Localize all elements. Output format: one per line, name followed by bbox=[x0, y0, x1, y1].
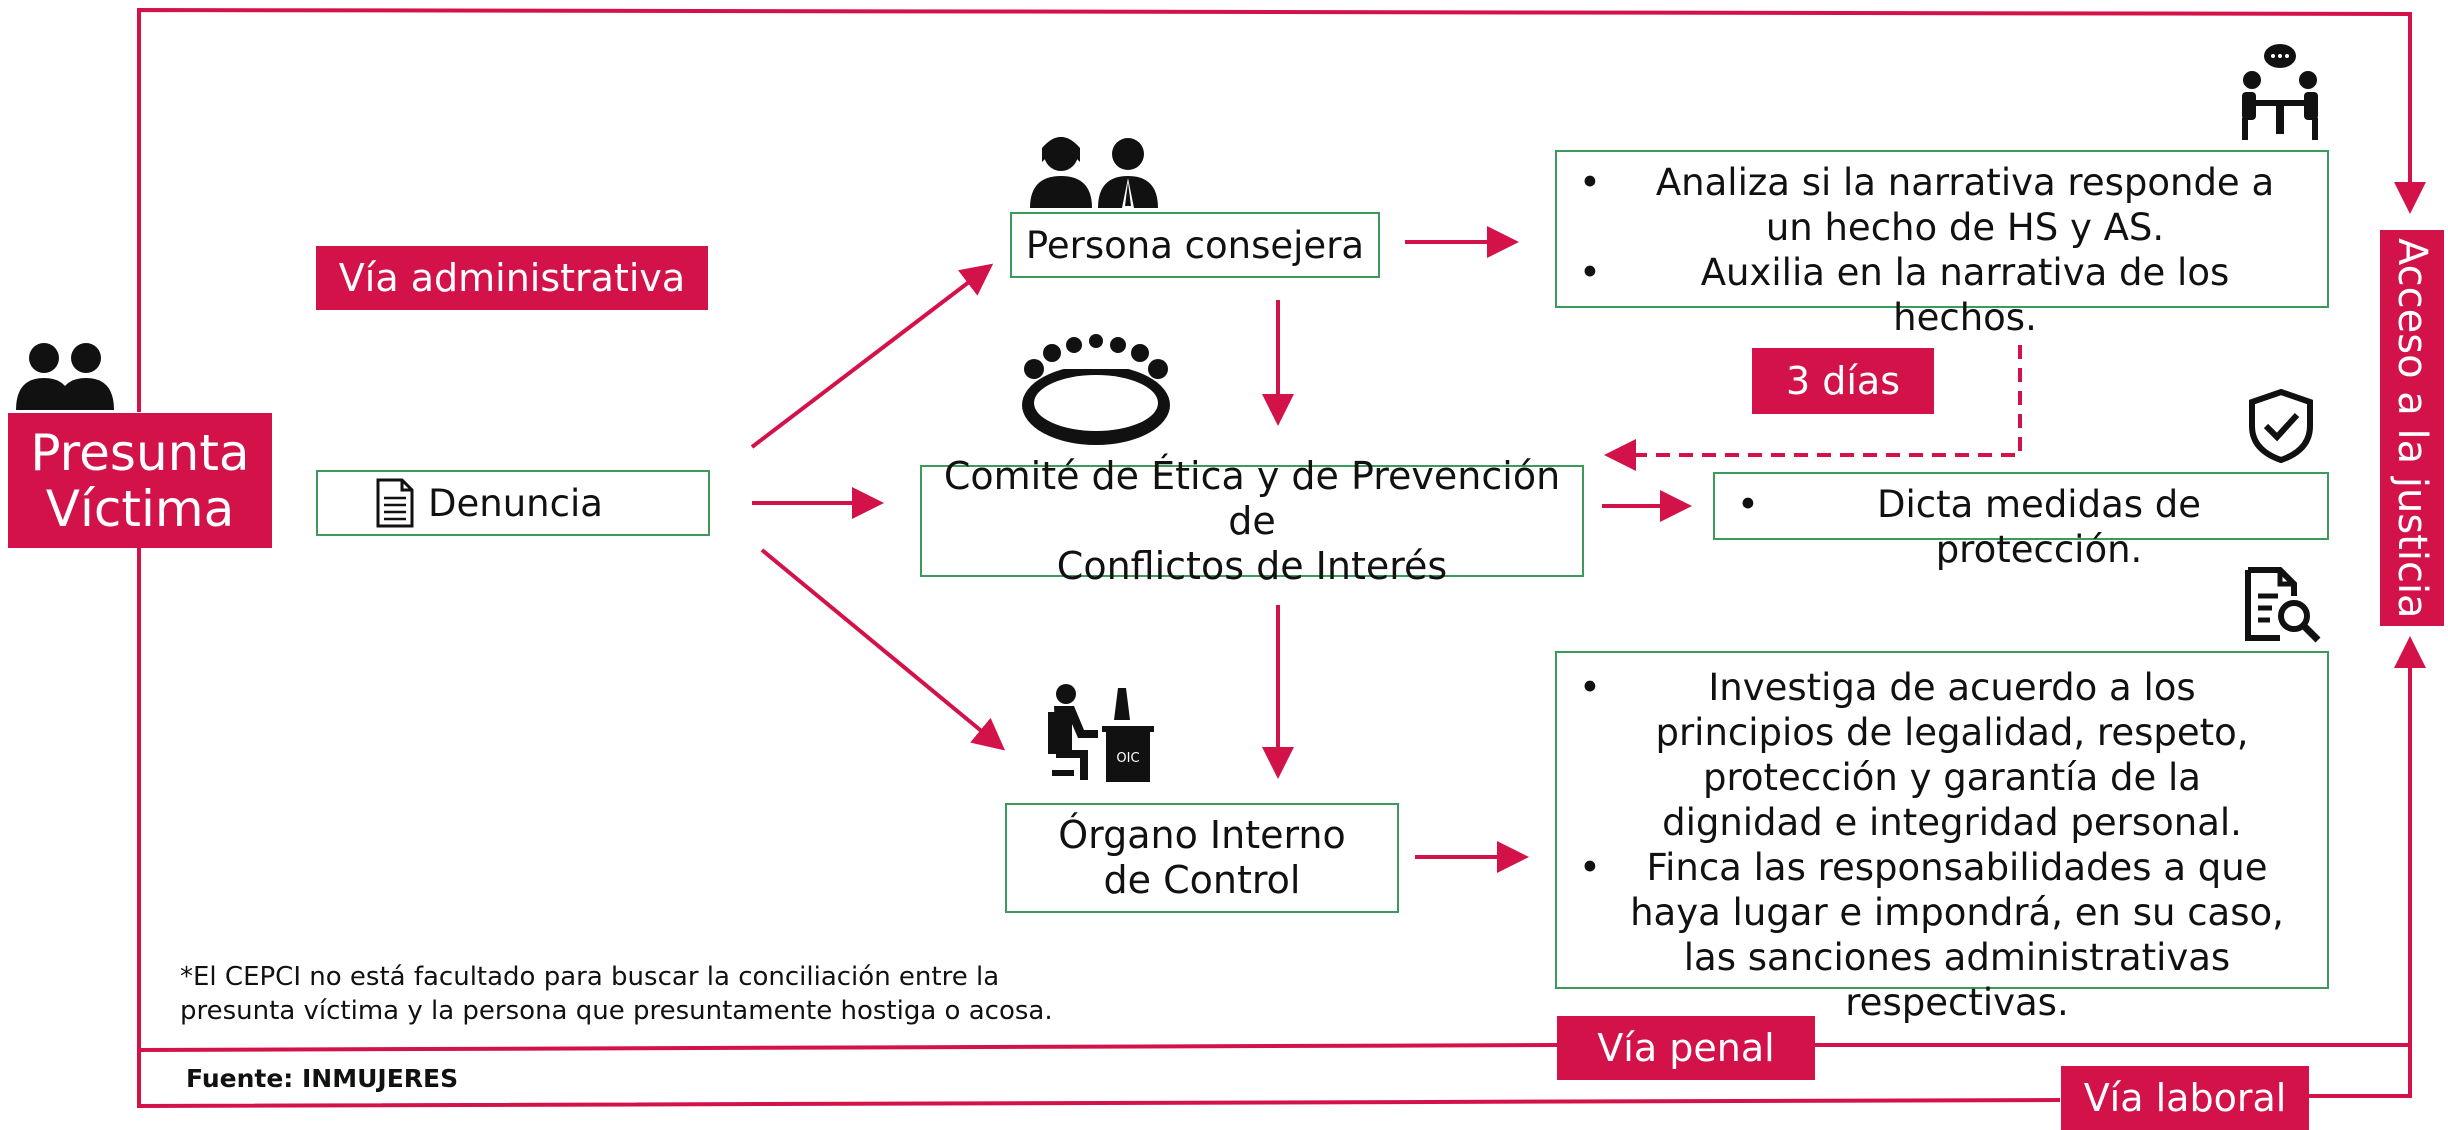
footnote-line1: *El CEPCI no está facultado para buscar … bbox=[180, 962, 1000, 992]
oic-node: Órgano Interno de Control bbox=[1005, 803, 1399, 913]
arrow-denuncia-consejera bbox=[750, 263, 994, 449]
office-worker-icon: OIC bbox=[1048, 684, 1154, 782]
comite-label-line2: Conflictos de Interés bbox=[1056, 543, 1448, 588]
bullet-item: Finca las responsabilidades a que haya l… bbox=[1557, 845, 2303, 1025]
victim-people-icon bbox=[16, 343, 114, 410]
oic-bullets: Investiga de acuerdo a los principios de… bbox=[1555, 651, 2329, 1024]
oic-label-line2: de Control bbox=[1103, 858, 1301, 902]
frame-left-line bbox=[137, 545, 2061, 1109]
document-search-icon bbox=[2245, 567, 2321, 643]
frame-top-line bbox=[137, 7, 2426, 412]
committee-icon bbox=[1022, 334, 1170, 445]
oic-icon-text: OIC bbox=[1116, 751, 1139, 766]
footnote-line2: presunta víctima y la persona que presun… bbox=[180, 996, 1053, 1026]
document-icon bbox=[376, 478, 414, 528]
comite-node: Comité de Ética y de Prevención de Confl… bbox=[920, 454, 1584, 588]
meeting-icon bbox=[2242, 44, 2318, 140]
oic-label-line1: Órgano Interno bbox=[1058, 813, 1346, 857]
shield-check-icon bbox=[2249, 388, 2313, 464]
bullet-item: Auxilia en la narrativa de los hechos. bbox=[1557, 250, 2303, 340]
dashed-3-dias-line bbox=[1604, 345, 2022, 471]
arrow-denuncia-oic bbox=[760, 548, 1006, 751]
consejera-bullets: Analiza si la narrativa responde a un he… bbox=[1555, 150, 2329, 339]
victim-label-line2: Víctima bbox=[45, 479, 235, 538]
footnote: *El CEPCI no está facultado para buscar … bbox=[180, 960, 1080, 1028]
via-laboral-label: Vía laboral bbox=[2061, 1066, 2309, 1130]
bullet-item: Investiga de acuerdo a los principios de… bbox=[1557, 665, 2303, 845]
denuncia-label: Denuncia bbox=[428, 481, 603, 525]
bullet-item: Analiza si la narrativa responde a un he… bbox=[1557, 160, 2303, 250]
via-administrativa-label: Vía administrativa bbox=[316, 246, 708, 310]
comite-label-line1: Comité de Ética y de Prevención de bbox=[943, 453, 1561, 543]
source-note: Fuente: INMUJERES bbox=[186, 1064, 459, 1093]
denuncia-node: Denuncia bbox=[316, 470, 710, 536]
comite-bullets: Dicta medidas de protección. bbox=[1713, 472, 2329, 571]
acceso-justicia-label: Acceso a la justicia bbox=[2380, 230, 2444, 626]
victim-label-line1: Presunta bbox=[30, 423, 250, 482]
via-penal-label: Vía penal bbox=[1557, 1016, 1815, 1080]
presunta-victima-box: Presunta Víctima bbox=[8, 413, 272, 548]
counselor-people-icon bbox=[1030, 137, 1158, 208]
persona-consejera-node: Persona consejera bbox=[1010, 212, 1380, 278]
tres-dias-label: 3 días bbox=[1752, 348, 1934, 414]
via-laboral-line bbox=[2306, 1045, 2412, 1098]
bullet-item: Dicta medidas de protección. bbox=[1715, 482, 2307, 572]
via-penal-line bbox=[138, 1043, 1561, 1052]
